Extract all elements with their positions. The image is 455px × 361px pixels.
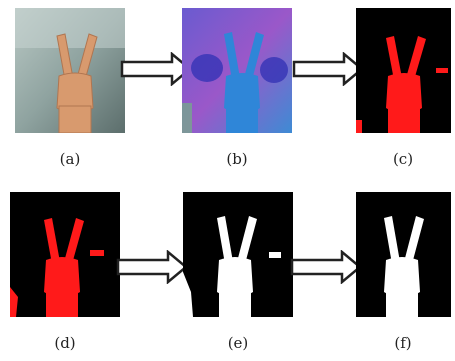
panel-c-skin-segmentation [356,8,451,133]
arrow-b-to-c [292,52,364,86]
arrow-e-to-f [290,250,362,284]
caption-d: (d) [54,334,76,352]
panel-e-binary-mask [183,192,293,317]
panel-a-original-hand-image [15,8,125,133]
panel-b-transformed-image [182,8,292,133]
caption-a: (a) [59,150,81,168]
arrow-a-to-b [120,52,192,86]
panel-d-skin-segmentation [10,192,120,317]
arrow-d-to-e [116,250,188,284]
caption-c: (c) [392,150,414,168]
caption-b: (b) [226,150,248,168]
panel-f-cleaned-mask [356,192,451,317]
caption-e: (e) [227,334,249,352]
caption-f: (f) [394,334,412,352]
